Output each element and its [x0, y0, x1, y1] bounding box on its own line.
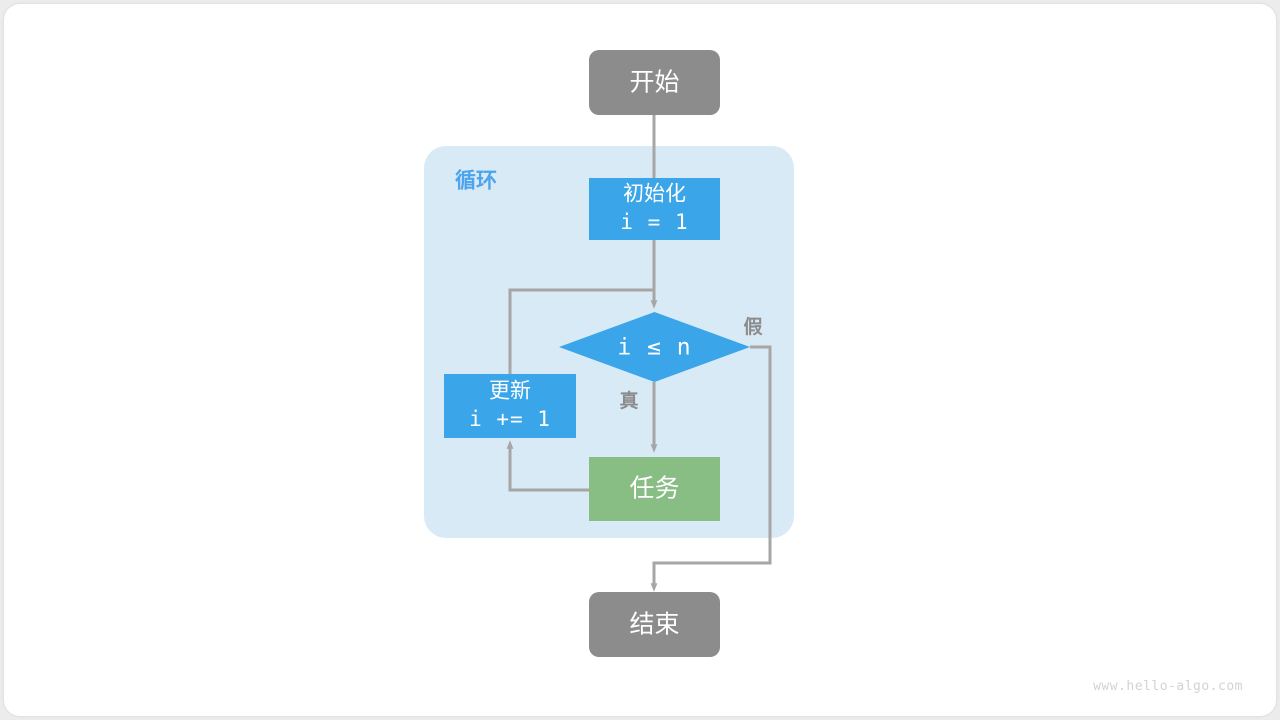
node-update-label-line2: i += 1 — [469, 407, 551, 431]
node-condition[interactable]: i ≤ n — [559, 312, 750, 382]
node-init-label-line2: i = 1 — [620, 210, 688, 234]
node-start-shape — [589, 50, 720, 115]
node-task[interactable]: 任务 — [589, 457, 720, 521]
watermark: www.hello-algo.com — [1093, 679, 1243, 694]
node-task-label: 任务 — [629, 475, 679, 503]
node-end[interactable]: 结束 — [589, 592, 720, 657]
node-end-label: 结束 — [629, 611, 679, 639]
diagram-card: 循环 task (with arrowhead) --> end (right,… — [4, 4, 1276, 716]
node-update-shape — [444, 374, 576, 438]
edge-task-to-update — [506, 440, 589, 492]
node-start[interactable]: 开始 — [589, 50, 720, 115]
node-update-label-line1: 更新 — [489, 380, 531, 403]
edge-label-true: 真 — [619, 389, 638, 412]
node-init-label-line1: 初始化 — [623, 183, 686, 206]
node-condition-shape — [559, 312, 750, 382]
node-start-label: 开始 — [629, 69, 679, 97]
node-condition-label: i ≤ n — [617, 335, 691, 361]
node-init-shape — [589, 178, 720, 240]
edge-condition-to-end — [650, 345, 772, 592]
node-init[interactable]: 初始化 i = 1 — [589, 178, 720, 240]
node-task-shape — [589, 457, 720, 521]
node-end-shape — [589, 592, 720, 657]
edge-label-false: 假 — [743, 315, 762, 338]
node-update[interactable]: 更新 i += 1 — [444, 374, 576, 438]
loop-group-label: 循环 — [455, 169, 497, 193]
edge-update-to-condition — [508, 288, 654, 374]
flowchart-canvas: 循环 task (with arrowhead) --> end (right,… — [424, 50, 1243, 694]
